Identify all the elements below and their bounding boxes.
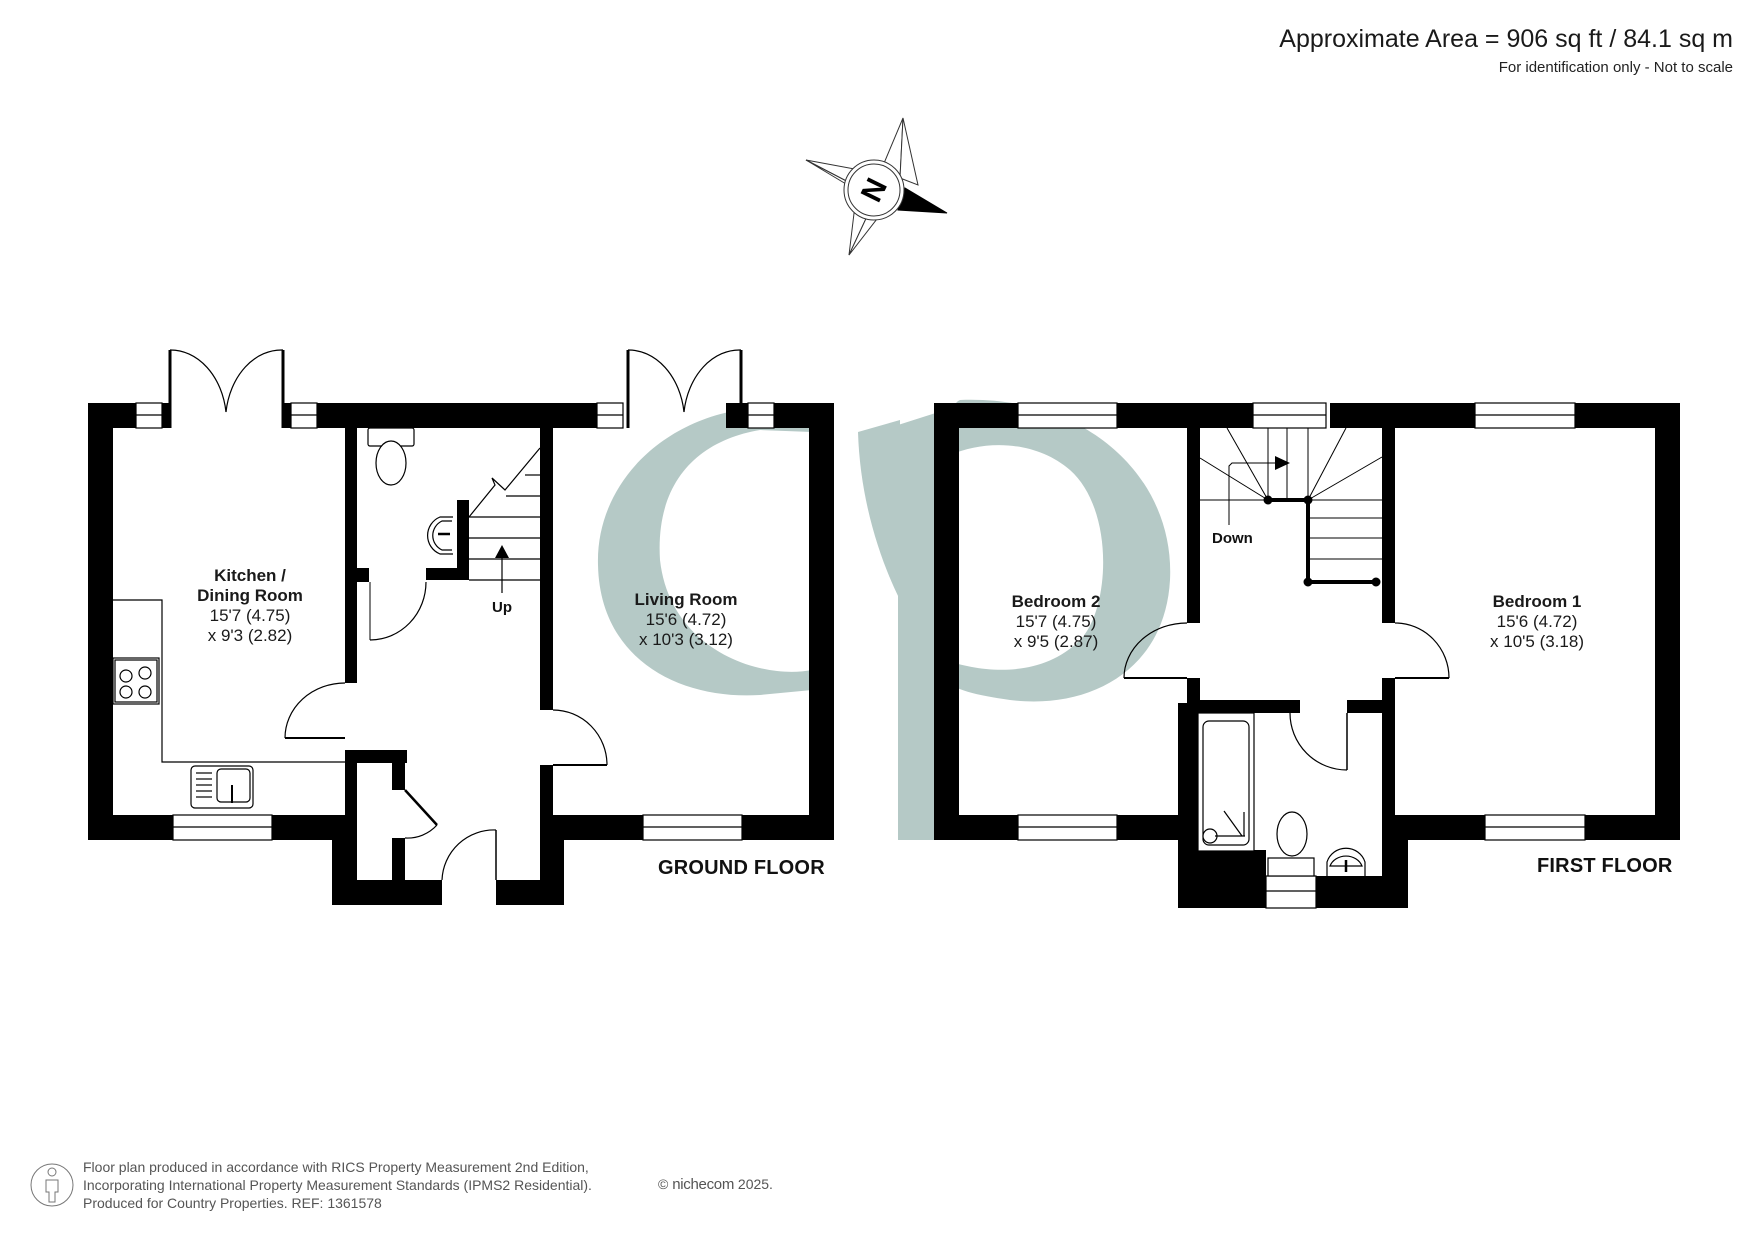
person-measurement-icon — [30, 1163, 74, 1207]
hob-icon — [112, 657, 160, 705]
sink-icon — [190, 765, 254, 809]
first-floor-doors — [1123, 622, 1450, 771]
stairs-up-label: Up — [492, 599, 512, 616]
ground-floor-label: GROUND FLOOR — [658, 857, 825, 879]
room-label-bedroom-1: Bedroom 1 15'6 (4.72) x 10'5 (3.18) — [1490, 592, 1584, 651]
approximate-area: Approximate Area = 906 sq ft / 84.1 sq m — [1279, 25, 1733, 53]
area-header: Approximate Area = 906 sq ft / 84.1 sq m… — [1279, 24, 1733, 77]
north-compass-icon — [805, 117, 948, 256]
room-label-kitchen-dining: Kitchen / Dining Room 15'7 (4.75) x 9'3 … — [197, 566, 303, 645]
room-label-bedroom-2: Bedroom 2 15'7 (4.75) x 9'5 (2.87) — [1011, 592, 1101, 651]
kitchen-worktop — [113, 599, 345, 763]
first-floor-label: FIRST FLOOR — [1537, 855, 1673, 877]
stairs-down-arrow-icon — [1275, 456, 1290, 470]
bath-icon — [1197, 712, 1255, 852]
toilet-icon-first-floor — [1267, 811, 1315, 877]
stairs-down-label: Down — [1212, 530, 1253, 547]
basin-icon-first-floor — [1326, 847, 1366, 876]
watermark-logo — [597, 399, 1171, 840]
scale-note: For identification only - Not to scale — [1498, 59, 1733, 76]
copyright: © nichecom 2025. — [658, 1176, 773, 1193]
ground-floor-stairs — [468, 447, 541, 593]
room-label-living-room: Living Room 15'6 (4.72) x 10'3 (3.12) — [634, 590, 738, 649]
footer-notes: Floor plan produced in accordance with R… — [83, 1159, 592, 1211]
basin-icon — [427, 516, 453, 555]
ground-floor-doors — [168, 349, 743, 881]
first-floor-banister — [1263, 495, 1381, 587]
ground-floor-windows — [135, 402, 775, 841]
stairs-up-arrow-icon — [495, 545, 509, 558]
nichecom-logo: nichecom — [672, 1176, 735, 1193]
toilet-icon — [367, 427, 415, 486]
first-floor-walls — [934, 403, 1680, 908]
